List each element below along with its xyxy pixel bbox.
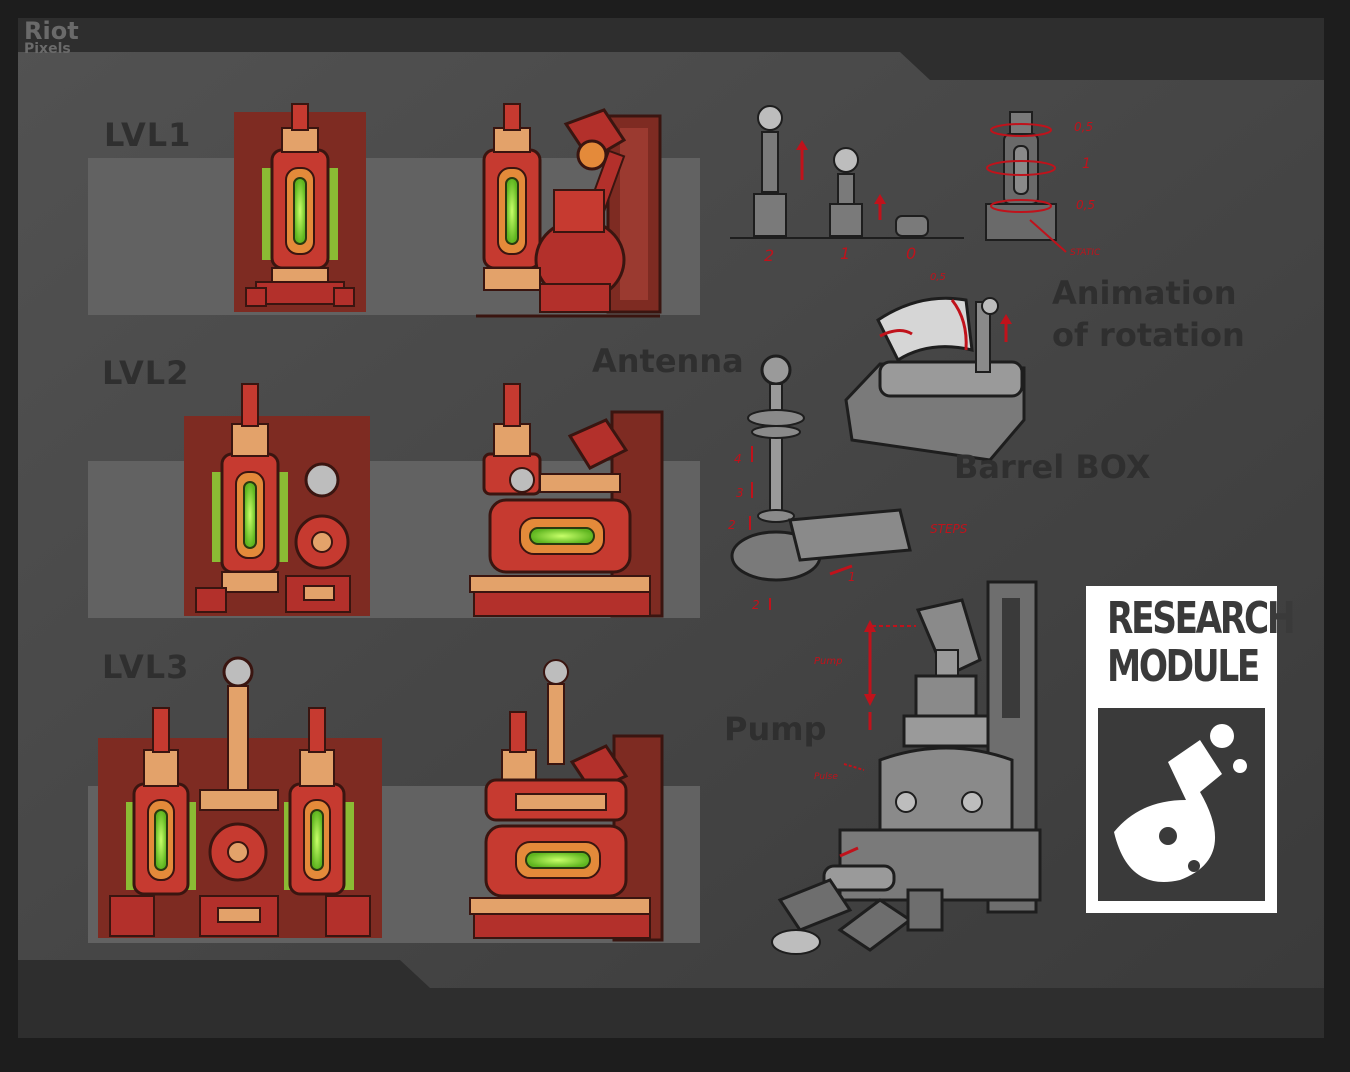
antenna-scale-diagram (730, 105, 964, 239)
scale-step-0: 0 (906, 244, 917, 263)
antenna-label: Antenna (592, 342, 744, 380)
top-bevel (18, 18, 1324, 80)
lvl2-label: LVL2 (102, 354, 190, 392)
animation-title-line1: Animation (1052, 274, 1237, 312)
lvl2-front-module (184, 383, 370, 616)
badge-title-line1: RESEARCH (1107, 593, 1296, 644)
step-3-note: 3 (736, 486, 744, 500)
watermark-line1: Riot (24, 17, 79, 45)
pump-note: Pump (814, 656, 843, 667)
rotation-bottom-note: 0,5 (1076, 198, 1096, 212)
rotation-top-note: 0,5 (1074, 120, 1094, 134)
lvl3-label: LVL3 (102, 648, 190, 686)
animation-title-line2: of rotation (1052, 316, 1245, 354)
step-4-note: 4 (734, 452, 742, 466)
lvl2-side-module (469, 383, 664, 618)
bottom-bevel (18, 960, 1324, 1038)
lvl3-side-module (469, 659, 664, 942)
scale-step-1: 1 (840, 244, 851, 263)
lvl1-front-module (234, 103, 366, 312)
lvl1-label: LVL1 (104, 116, 192, 154)
lvl3-front-module (98, 656, 382, 938)
watermark-logo: Riot Pixels (24, 17, 79, 58)
barrel-rotation-note: 0,5 (930, 272, 946, 283)
barrel-box-label: Barrel BOX (954, 448, 1151, 486)
watermark-line2: Pixels (24, 41, 71, 57)
static-note: STATIC (1070, 248, 1101, 258)
barrel-box-sketch (844, 296, 1026, 462)
scale-step-2: 2 (764, 246, 775, 265)
step-2-note: 2 (728, 518, 736, 532)
step-1-note: 1 (848, 570, 856, 584)
badge-flask-icon (1098, 708, 1265, 901)
rotation-mid-note: 1 (1082, 156, 1091, 172)
antenna-rotation-diagram (985, 111, 1067, 253)
steps-note: STEPS (930, 522, 968, 536)
step-2-lower-note: 2 (752, 598, 760, 612)
badge-title-line2: MODULE (1107, 641, 1260, 692)
lvl1-side-module (476, 103, 662, 318)
pump-sketch (771, 580, 1042, 955)
pump-label: Pump (724, 710, 827, 748)
pulse-note: Pulse (814, 772, 838, 782)
antenna-sketch (730, 354, 912, 610)
